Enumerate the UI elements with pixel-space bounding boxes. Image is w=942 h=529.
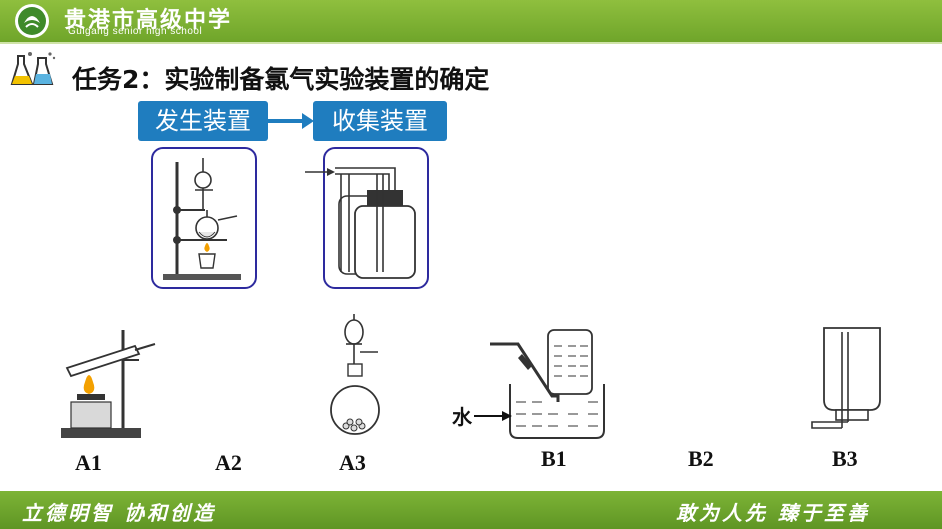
water-label: 水	[452, 407, 472, 429]
apparatus-a3-drawing	[330, 314, 380, 435]
chemistry-flask-icon	[10, 52, 56, 85]
footer-bar	[0, 491, 942, 529]
generation-apparatus-drawing	[163, 158, 241, 280]
generation-apparatus-tag: 发生装置	[138, 101, 268, 141]
school-name-cn: 贵港市高级中学	[64, 7, 233, 33]
label-a2: A2	[215, 450, 242, 475]
water-pointer-arrow-icon	[474, 411, 512, 421]
collection-apparatus-tag: 收集装置	[313, 101, 447, 141]
apparatus-b1-drawing	[490, 329, 605, 439]
right-arrow-icon	[268, 113, 314, 129]
task-title: 任务2：实验制备氯气实验装置的确定	[72, 65, 490, 94]
footer-motto-right: 敢为人先 臻于至善	[676, 501, 870, 525]
label-b1: B1	[541, 446, 567, 471]
label-b2: B2	[688, 446, 714, 471]
school-logo-icon	[15, 4, 49, 38]
apparatus-a1-drawing	[61, 330, 156, 438]
header-bar	[0, 0, 942, 42]
collection-apparatus-drawing	[305, 167, 416, 279]
school-name-en: Guigang senior high school	[68, 26, 203, 37]
footer-motto-left: 立德明智 协和创造	[22, 501, 216, 525]
apparatus-b3-drawing	[811, 327, 881, 429]
label-b3: B3	[832, 446, 858, 471]
label-a3: A3	[339, 450, 366, 475]
label-a1: A1	[75, 450, 102, 475]
header-divider	[0, 42, 942, 44]
